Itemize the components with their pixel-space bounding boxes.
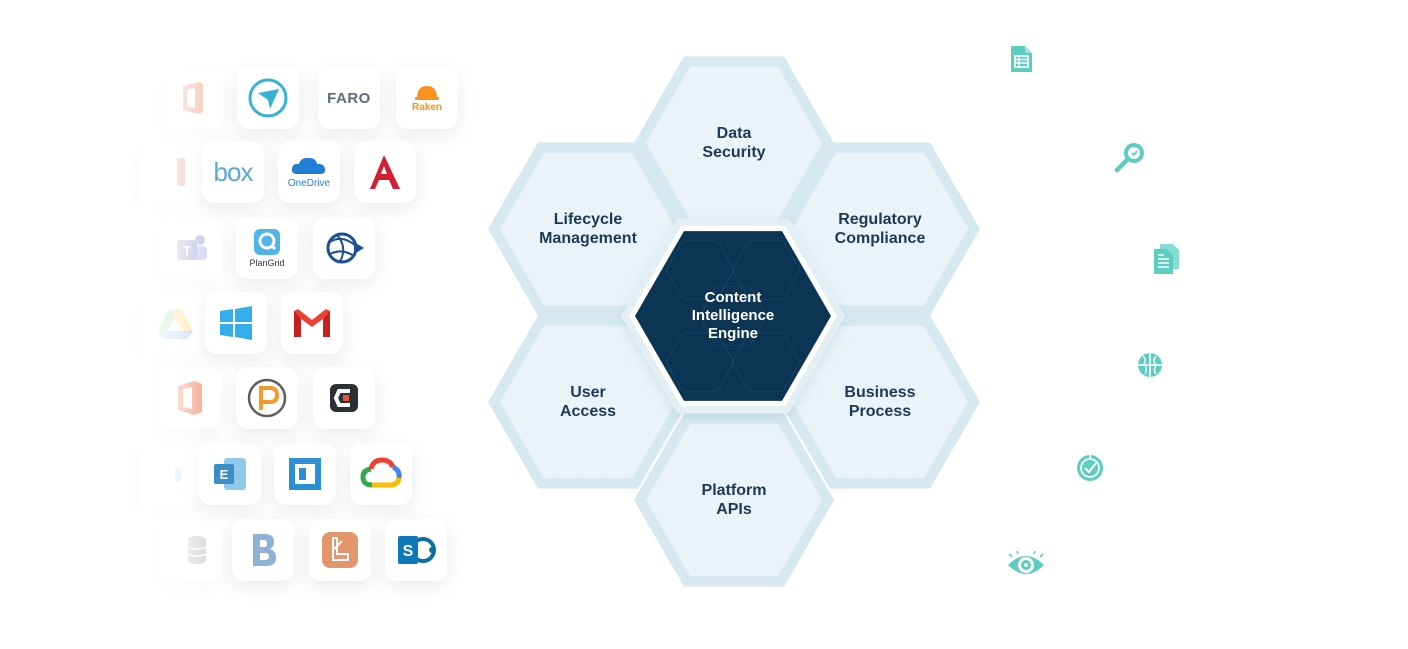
box-tile[interactable]: box [202,141,264,203]
center-line2: Intelligence [691,307,775,324]
business-process-hex[interactable]: Business Process [805,383,955,421]
bluebeam-icon [289,458,321,490]
platform-apis-hex[interactable]: Platform APIs [659,481,809,519]
business-process-line1: Business [844,384,916,401]
lifecycle-management-line2: Management [539,230,637,247]
document-list-icon[interactable] [1007,44,1035,74]
autocad-icon [370,155,400,189]
faro-tile[interactable]: FARO [318,67,380,129]
bluebeam-tile[interactable] [274,443,336,505]
user-access-hex[interactable]: User Access [513,383,663,421]
center-hex-pattern-1 [731,240,801,300]
procore-icon [248,78,288,118]
data-security-line2: Security [702,144,766,161]
data-security-line1: Data [716,125,752,142]
clock-check-icon[interactable] [1075,453,1105,483]
google-cloud-icon [360,457,402,488]
faro-logo: FARO [327,89,371,107]
platform-apis-hex-texture [646,423,822,577]
user-access-hex-texture [500,325,676,479]
documents-icon[interactable] [1151,242,1181,276]
procore-tile[interactable] [237,67,299,129]
box-logo: box [213,156,254,187]
svg-text:S: S [403,543,414,560]
onedrive-icon [291,157,326,174]
business-process-line2: Process [848,403,912,420]
plangrid-icon [253,229,280,255]
raken-logo: Raken [411,102,442,113]
platform-apis-line2: APIs [716,501,752,518]
data-security-hex[interactable]: Data Security [659,124,809,162]
business-process-hex-texture [792,325,968,479]
cherwell-icon [330,384,358,412]
globe-icon[interactable] [1136,351,1164,379]
autocad-tile[interactable] [354,141,416,203]
trimble-connect-tile[interactable] [313,217,375,279]
google-cloud-tile[interactable] [350,443,412,505]
regulatory-compliance-hex-texture [792,152,968,306]
lifecycle-management-line1: Lifecycle [553,211,623,228]
user-access-line1: User [570,384,606,401]
center-hex-pattern-4 [731,332,801,392]
gmail-icon [294,309,330,337]
lifecycle-management-hex[interactable]: Lifecycle Management [513,210,663,248]
plangrid-logo: PlanGrid [249,258,285,268]
center-hex-shape [635,231,831,401]
windows-icon [220,306,252,340]
center-hex-pattern-0 [665,240,735,300]
search-magnifier-icon[interactable] [1113,139,1149,175]
regulatory-compliance-hex[interactable]: Regulatory Compliance [805,210,955,248]
regulatory-compliance-line2: Compliance [834,230,926,247]
center-line1: Content [704,289,762,306]
center-hex-pattern-2 [698,286,768,346]
center-line3: Engine [707,325,758,342]
sharepoint-icon: S [398,536,436,564]
center-hex-pattern-3 [665,332,735,392]
buildertrend-icon [253,534,276,566]
onedrive-logo: OneDrive [287,177,331,189]
user-access-line2: Access [559,403,617,420]
lifecycle-management-hex-texture [500,152,676,306]
bim-app-tile[interactable] [309,519,371,581]
onedrive-tile[interactable]: OneDrive [278,141,340,203]
pipedrive-icon [247,378,287,418]
pipedrive-tile[interactable] [236,367,298,429]
exchange-icon: E [214,458,246,490]
hardhat-icon [414,86,439,100]
svg-text:E: E [220,467,229,482]
sharepoint-tile[interactable]: S [385,519,447,581]
raken-tile[interactable]: Raken [396,67,458,129]
cherwell-tile[interactable] [313,367,375,429]
bim-app-icon [322,532,358,568]
content-intelligence-engine-hex[interactable]: Content Intelligence Engine [663,289,803,343]
buildertrend-tile[interactable] [232,519,294,581]
regulatory-compliance-line1: Regulatory [838,211,922,228]
platform-apis-line1: Platform [701,482,767,499]
data-security-hex-texture [646,66,822,220]
windows-tile[interactable] [205,292,267,354]
gmail-tile[interactable] [281,292,343,354]
trimble-connect-icon [326,232,364,264]
plangrid-tile[interactable]: PlanGrid [236,217,298,279]
eye-icon[interactable] [1006,551,1046,579]
